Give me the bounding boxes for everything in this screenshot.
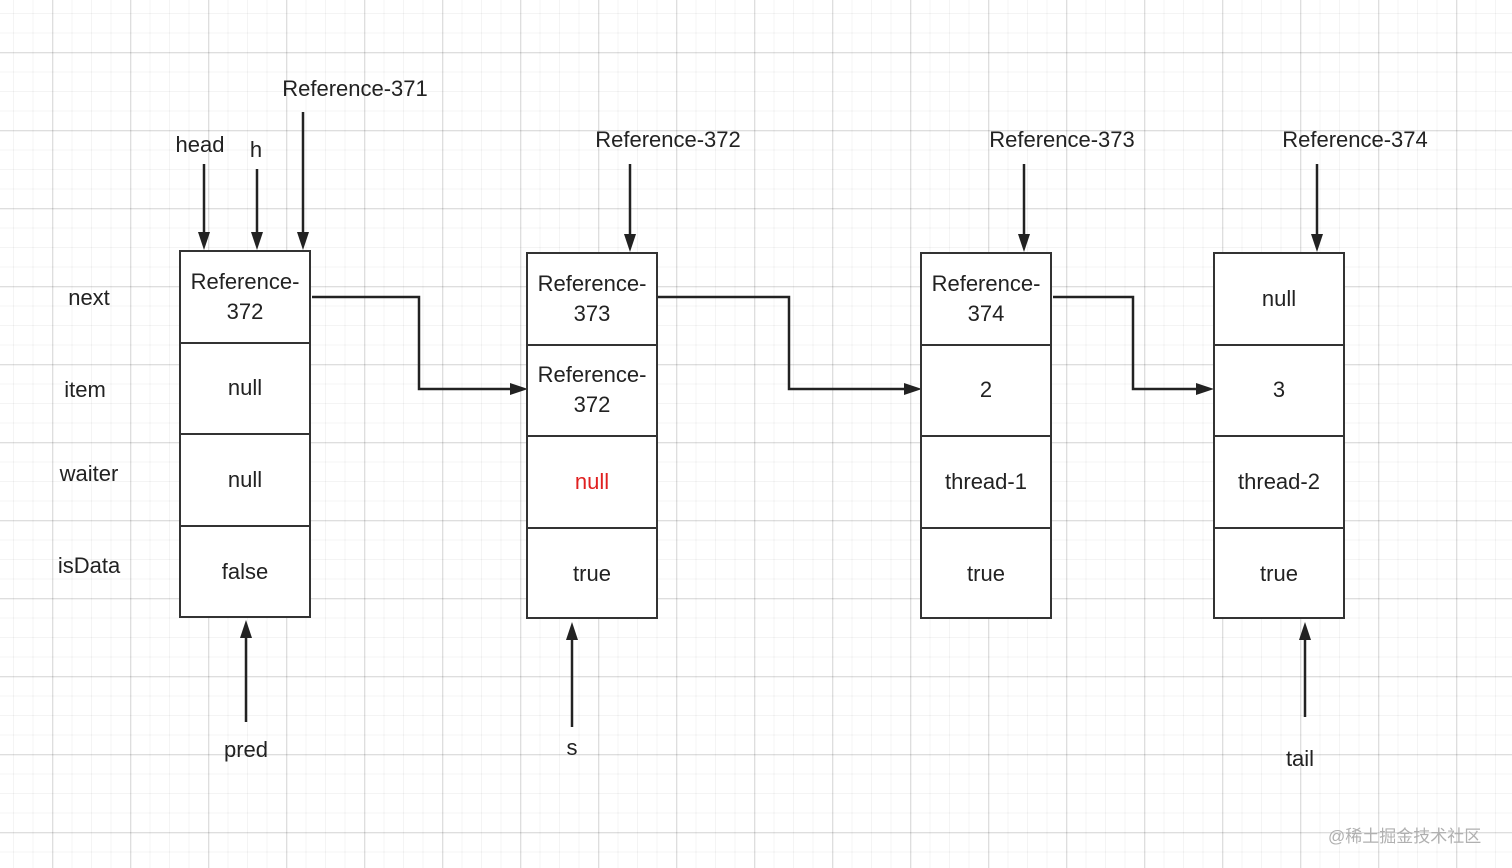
row-label-item: item	[64, 377, 106, 402]
pointer-label-tail: tail	[1285, 746, 1315, 771]
row-label-isdata: isData	[57, 553, 121, 578]
pointer-label-s: s	[566, 735, 578, 760]
row-label-next: next	[68, 285, 110, 310]
arrowhead	[297, 232, 309, 250]
arrowhead	[1018, 234, 1030, 252]
row-label-waiter: waiter	[59, 461, 119, 486]
arrowhead	[1196, 383, 1214, 395]
node-2: Reference-373 Reference-372 null true	[526, 252, 658, 619]
arrowhead	[251, 232, 263, 250]
link-node2-node3	[658, 295, 906, 391]
arrowhead	[510, 383, 528, 395]
cell-isdata: true	[573, 561, 611, 587]
pointer-label-ref374: Reference-374	[1282, 127, 1428, 152]
pointer-label-h: h	[249, 137, 263, 162]
arrowhead	[624, 234, 636, 252]
cell-next: Reference-373	[528, 254, 656, 346]
arrowhead	[1311, 234, 1323, 252]
link-node1-node2	[312, 295, 512, 391]
pointer-label-pred: pred	[223, 737, 269, 762]
cell-item: 3	[1215, 346, 1343, 437]
node-3: Reference-374 2 thread-1 true	[920, 252, 1052, 619]
cell-waiter: null	[181, 435, 309, 527]
arrowhead	[566, 622, 578, 640]
pointer-label-ref372: Reference-372	[595, 127, 741, 152]
arrowhead	[1299, 622, 1311, 640]
cell-isdata: false	[221, 559, 269, 585]
cell-next: Reference-372	[181, 252, 309, 344]
cell-item: null	[181, 344, 309, 435]
pointer-label-ref373: Reference-373	[989, 127, 1135, 152]
node-1: Reference-372 null null false	[179, 250, 311, 618]
node-4: null 3 thread-2 true	[1213, 252, 1345, 619]
cell-next: null	[1215, 254, 1343, 346]
cell-item: 2	[922, 346, 1050, 437]
arrowhead	[240, 620, 252, 638]
watermark: @稀土掘金技术社区	[1328, 827, 1482, 846]
cell-item: Reference-372	[528, 346, 656, 437]
arrowhead	[904, 383, 922, 395]
cell-waiter: thread-2	[1215, 437, 1343, 529]
pointer-label-head: head	[175, 132, 225, 157]
pointer-label-ref371: Reference-371	[282, 76, 428, 101]
cell-next: Reference-374	[922, 254, 1050, 346]
cell-waiter: thread-1	[922, 437, 1050, 529]
cell-waiter: null	[528, 437, 656, 529]
cell-isdata: true	[967, 561, 1005, 587]
link-node3-node4	[1053, 295, 1198, 391]
cell-isdata: true	[1260, 561, 1298, 587]
arrowhead	[198, 232, 210, 250]
